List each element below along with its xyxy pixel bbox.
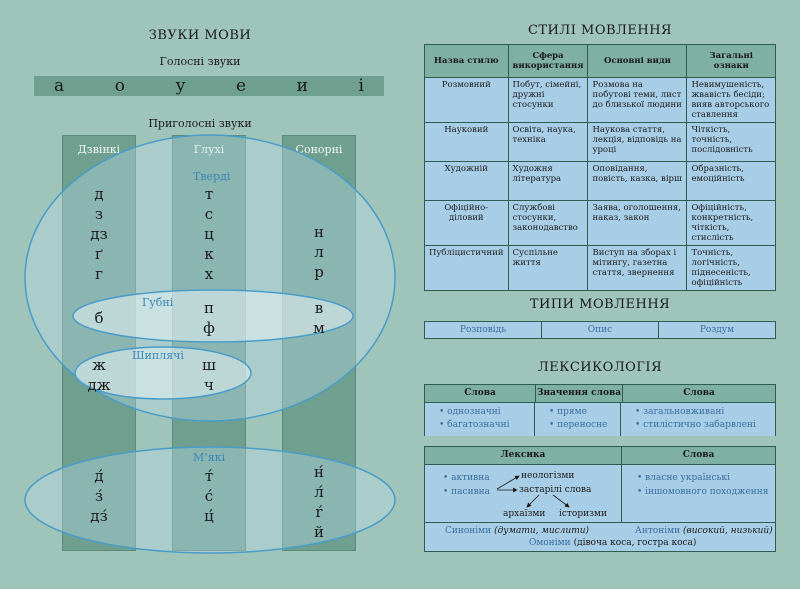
vowel: е	[236, 76, 247, 96]
synonyms: Синоніми (думати, мислити)	[445, 526, 590, 536]
sounds-title: ЗВУКИ МОВИ	[148, 28, 252, 43]
archaisms: архаїзми	[503, 509, 546, 519]
lex-header: Слова	[683, 388, 715, 398]
types-title: ТИПИ МОВЛЕННЯ	[529, 297, 671, 312]
type-item: Роздум	[659, 322, 775, 338]
styles-title: СТИЛІ МОВЛЕННЯ	[527, 23, 673, 38]
styles-header: Назва стилю	[424, 44, 509, 78]
soft-voiced-letters: д́з́дз́	[90, 467, 108, 525]
vowel: і	[358, 76, 364, 96]
styles-header: Сфера використання	[507, 44, 589, 78]
column-head-voiceless: Глухі	[193, 143, 225, 156]
vowels-title: Голосні звуки	[159, 55, 241, 68]
lexicology-table-2: Лексика Слова • активна • пасивна неолог…	[424, 446, 776, 552]
vowel: а	[54, 76, 65, 96]
types-bar: Розповідь Опис Роздум	[424, 321, 776, 339]
obsolete-words: застарілі слова	[519, 485, 592, 495]
lexis-list: • активна • пасивна	[443, 473, 491, 497]
vowel: и	[296, 76, 308, 96]
type-item: Розповідь	[425, 322, 542, 338]
consonants-title: Приголосні звуки	[148, 117, 252, 130]
column-head-sonorant: Сонорні	[295, 143, 343, 156]
lex-cell: • загальновживані • стилістично забарвле…	[635, 407, 756, 430]
styles-header: Основні види	[587, 44, 688, 78]
vowel: у	[175, 76, 186, 96]
labial-voiced-letters: б	[94, 309, 104, 327]
lex-header: Слова	[682, 450, 715, 460]
neologisms: неологізми	[521, 471, 575, 481]
lexicology-title: ЛЕКСИКОЛОГІЯ	[537, 360, 663, 375]
lex-header: Лексика	[425, 447, 622, 464]
historisms: історизми	[559, 509, 607, 519]
soft-label: М’які	[193, 451, 226, 464]
antonyms: Антоніми (високий, низький)	[635, 526, 773, 536]
hard-label: Тверді	[193, 170, 231, 183]
words-origin-list: • власне українські • іншомовного походж…	[637, 473, 769, 497]
lex-cell: • пряме • переносне	[535, 403, 621, 436]
lexis-arrows	[496, 475, 570, 508]
hushing-label: Шиплячі	[132, 349, 184, 362]
soft-voiceless-letters: т́с́ц́	[204, 467, 214, 525]
styles-table: Назва стилю Сфера використання Основні в…	[424, 44, 776, 291]
lex-header: Значення слова	[536, 385, 623, 402]
styles-header: Загальні ознаки	[686, 44, 776, 78]
vowel: о	[114, 76, 125, 96]
type-item: Опис	[542, 322, 659, 338]
lexicology-table-1: Слова Значення слова Слова • однозначні …	[424, 384, 776, 436]
vowels-bar: а о у е и і	[34, 76, 384, 96]
labial-label: Губні	[142, 296, 174, 309]
homonyms: Омоніми (дівоча коса, гостра коса)	[529, 538, 697, 548]
lex-header: Слова	[425, 385, 536, 402]
lex-cell: • однозначні • багатозначні	[425, 403, 535, 436]
column-head-voiced: Дзвінкі	[77, 143, 121, 156]
